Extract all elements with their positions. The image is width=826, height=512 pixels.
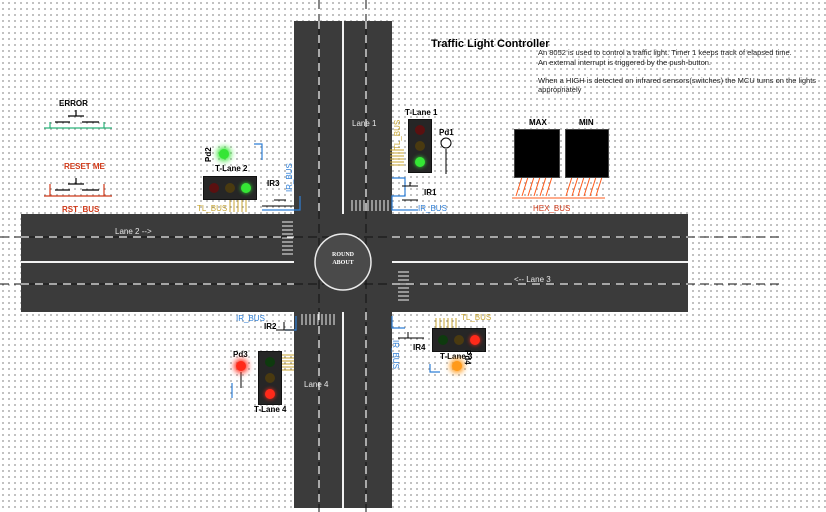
rst-bus-label: RST_BUS (62, 205, 100, 214)
max-display-label: MAX (529, 118, 547, 127)
traffic-light-1[interactable] (408, 119, 432, 173)
lane-3-label: <-- Lane 3 (514, 275, 551, 284)
description-line-3: When a HIGH is detected on infrared sens… (538, 76, 817, 94)
ir2-label[interactable]: IR2 (264, 322, 277, 331)
error-button[interactable] (64, 108, 90, 128)
reset-button[interactable] (64, 174, 90, 194)
traffic-light-2-green-lamp (241, 183, 251, 193)
traffic-light-1-amber-lamp (415, 141, 425, 151)
traffic-light-4[interactable] (258, 351, 282, 405)
min-display (565, 129, 609, 178)
hex-bus-label: HEX_BUS (533, 204, 571, 213)
traffic-light-2-label: T-Lane 2 (215, 164, 248, 173)
lane-1-label: Lane 1 (352, 119, 377, 128)
traffic-light-1-red-lamp (415, 125, 425, 135)
ir3-label[interactable]: IR3 (267, 179, 280, 188)
tl-bus-label-2: TL_BUS (461, 313, 492, 322)
traffic-light-4-green-lamp (265, 357, 275, 367)
description-line-1: An 8052 is used to control a traffic lig… (538, 48, 792, 57)
tl-bus-label-3: TL_BUS (393, 119, 402, 150)
traffic-light-4-amber-lamp (265, 373, 275, 383)
traffic-light-1-green-lamp (415, 157, 425, 167)
min-display-label: MIN (579, 118, 594, 127)
ir-bus-label-2: IR_BUS (236, 314, 265, 323)
pd1-label: Pd1 (439, 128, 454, 137)
pd3-led (236, 361, 246, 371)
ir-bus-label-3: IR_BUS (285, 163, 294, 192)
traffic-light-3-red-lamp (470, 335, 480, 345)
traffic-light-4-label: T-Lane 4 (254, 405, 287, 414)
page-title: Traffic Light Controller (431, 38, 550, 50)
pd2-label: Pd2 (204, 147, 213, 162)
traffic-light-2-red-lamp (209, 183, 219, 193)
ir-bus-label-1: IR_BUS (418, 204, 447, 213)
traffic-light-2[interactable] (203, 176, 257, 200)
traffic-light-4-red-lamp (265, 389, 275, 399)
traffic-light-2-amber-lamp (225, 183, 235, 193)
lane-2-label: Lane 2 --> (115, 227, 152, 236)
pd4-label: Pd4 (463, 350, 472, 365)
ir-bus-label-4: IR_BUS (391, 340, 400, 369)
max-display (514, 129, 560, 178)
ir4-label[interactable]: IR4 (413, 343, 426, 352)
tl-bus-label-1: TL_BUS (197, 204, 228, 213)
traffic-light-3-amber-lamp (454, 335, 464, 345)
description-line-2: An external interrupt is triggered by th… (538, 58, 712, 67)
ir1-label[interactable]: IR1 (424, 188, 437, 197)
roundabout-label: ROUND ABOUT (332, 252, 354, 266)
error-button-label: ERROR (59, 99, 88, 108)
lane-4-label: Lane 4 (304, 380, 329, 389)
traffic-light-1-label: T-Lane 1 (405, 108, 438, 117)
traffic-light-3-green-lamp (438, 335, 448, 345)
pd3-label: Pd3 (233, 350, 248, 359)
reset-button-label: RESET ME (64, 162, 105, 171)
pd2-led (219, 149, 229, 159)
traffic-light-3-label: T-Lane 3 (440, 352, 473, 361)
traffic-light-3[interactable] (432, 328, 486, 352)
pd4-led (452, 361, 462, 371)
